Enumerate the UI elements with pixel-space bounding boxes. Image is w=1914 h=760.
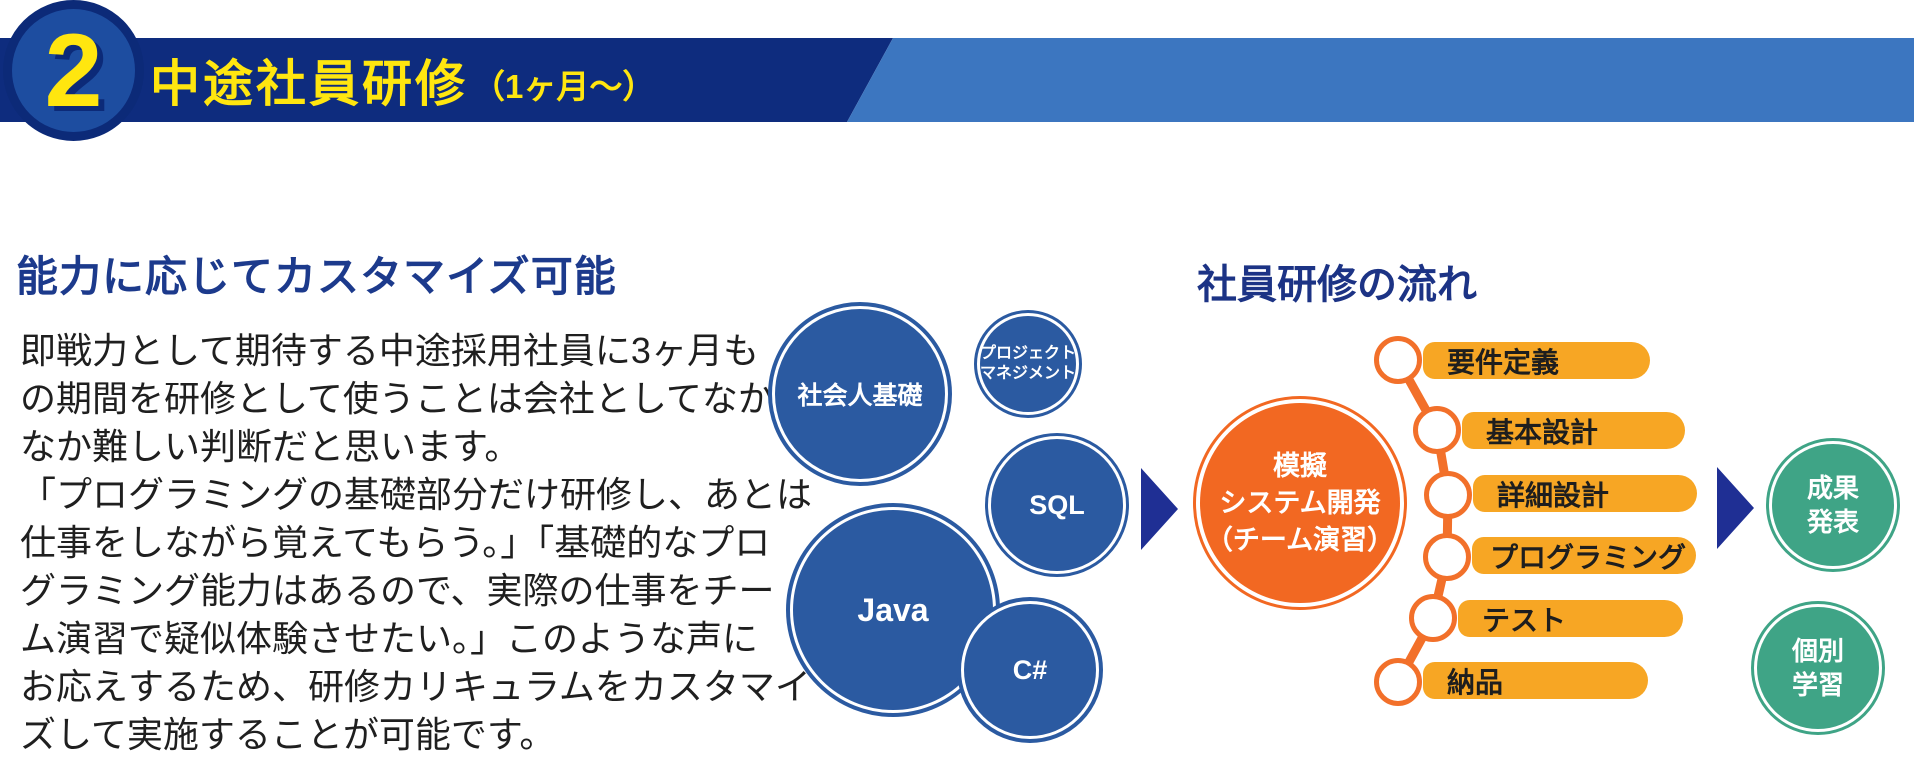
flow-step-node-4: [1423, 533, 1471, 581]
intro-paragraph: 即戦力として期待する中途採用社員に3ヶ月も の期間を研修として使うことは会社とし…: [20, 330, 813, 755]
skill-bubble-label: SQL: [991, 439, 1123, 571]
flow-step-node-2: [1413, 406, 1461, 454]
flow-step-bar-requirements: 要件定義: [1423, 342, 1650, 379]
skill-bubble-label: C#: [964, 604, 1096, 736]
outcome-label: 成果 発表: [1772, 444, 1894, 566]
flow-step-bar-detailed-design: 詳細設計: [1473, 475, 1697, 512]
header-title: 中途社員研修: [150, 56, 468, 112]
arrow-right-icon: [1141, 468, 1178, 550]
outcome-circle-presentation: 成果 発表: [1766, 438, 1900, 572]
flow-step-node-6: [1374, 658, 1422, 706]
arrow-right-icon: [1717, 467, 1754, 549]
flow-connector-line: [1394, 357, 1453, 685]
outcome-circle-individual-learning: 個別 学習: [1751, 601, 1885, 735]
outcome-label: 個別 学習: [1757, 607, 1879, 729]
skill-bubble-project-management: プロジェクト マネジメント: [974, 310, 1082, 418]
header-title-suffix: （1ヶ月～）: [472, 67, 656, 105]
flow-step-node-1: [1374, 336, 1422, 384]
mock-system-dev-label: 模擬 システム開発 （チーム演習）: [1200, 403, 1400, 603]
skill-bubble-label: プロジェクト マネジメント: [980, 316, 1076, 412]
mock-system-dev-circle: 模擬 システム開発 （チーム演習）: [1193, 396, 1407, 610]
skill-bubble-label: 社会人基礎: [775, 309, 945, 479]
header-band-accent: [847, 38, 1914, 122]
section-number-badge: 2: [3, 0, 144, 141]
flow-step-node-5: [1409, 594, 1457, 642]
flow-step-bar-programming: プログラミング: [1472, 537, 1696, 574]
flow-step-bar-test: テスト: [1458, 600, 1683, 637]
flow-step-bar-basic-design: 基本設計: [1462, 412, 1685, 449]
header-title-group: 中途社員研修 （1ヶ月～）: [150, 38, 655, 122]
flow-step-node-3: [1424, 471, 1472, 519]
section-number: 2: [44, 12, 103, 129]
header-band: [0, 38, 893, 122]
skill-bubble-csharp: C#: [957, 597, 1103, 743]
flow-title: 社員研修の流れ: [1197, 263, 1477, 307]
skill-bubble-business-basics: 社会人基礎: [768, 302, 952, 486]
flow-step-bar-delivery: 納品: [1423, 662, 1648, 699]
skill-bubble-sql: SQL: [985, 433, 1129, 577]
customize-heading: 能力に応じてカスタマイズ可能: [16, 253, 617, 300]
